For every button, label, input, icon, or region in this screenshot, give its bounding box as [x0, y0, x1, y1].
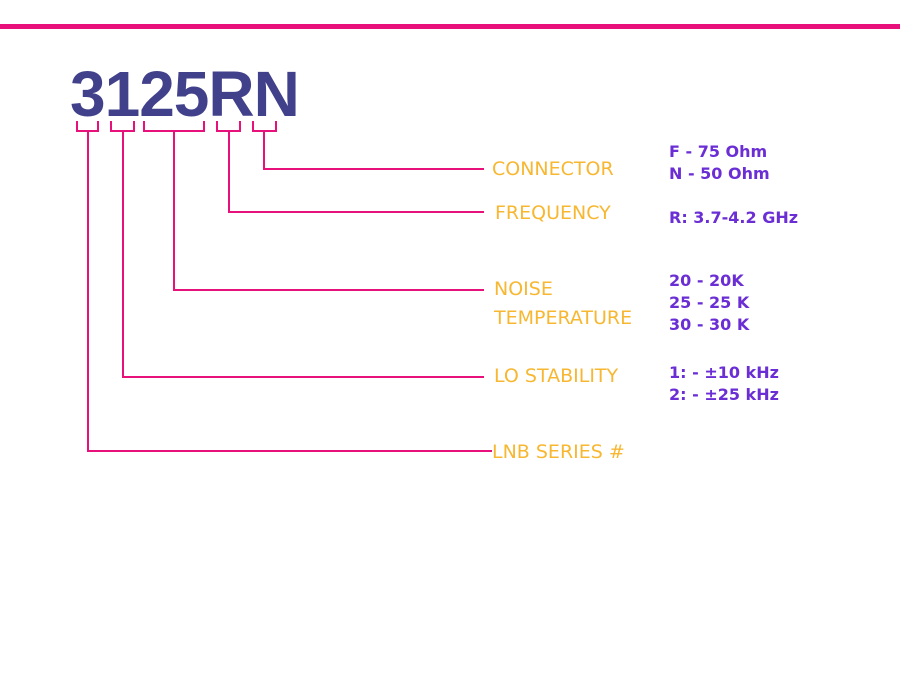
leader-frequency: [228, 131, 484, 213]
noise-option: 30 - 30 K: [669, 315, 750, 334]
connector-option: N - 50 Ohm: [669, 164, 770, 183]
leader-lnb-series: [87, 131, 492, 452]
lo-stability-option: 2: - ±25 kHz: [669, 385, 779, 404]
connector-option: F - 75 Ohm: [669, 142, 768, 161]
top-accent-bar: [0, 24, 900, 29]
noise-option: 25 - 25 K: [669, 293, 750, 312]
leader-noise-temperature: [173, 131, 484, 291]
noise-label-line2: TEMPERATURE: [494, 307, 633, 329]
leader-connector: [263, 131, 484, 170]
bracket-lnb-series: [76, 121, 99, 132]
frequency-option: R: 3.7-4.2 GHz: [669, 208, 799, 227]
leader-lo-stability: [122, 131, 484, 378]
connector-label: CONNECTOR: [492, 158, 614, 180]
lo-stability-options: 1: - ±10 kHz 2: - ±25 kHz: [669, 362, 779, 406]
bracket-connector: [252, 121, 277, 132]
bracket-noise-temperature: [143, 121, 205, 132]
frequency-options: R: 3.7-4.2 GHz: [669, 207, 798, 229]
bracket-lo-stability: [110, 121, 135, 132]
lo-stability-label: LO STABILITY: [494, 365, 619, 387]
lnb-series-label: LNB SERIES #: [492, 441, 625, 463]
bracket-frequency: [216, 121, 241, 132]
connector-options: F - 75 Ohm N - 50 Ohm: [669, 141, 770, 185]
lo-stability-option: 1: - ±10 kHz: [669, 363, 779, 382]
part-number-code: 3125RN: [70, 58, 300, 130]
noise-option: 20 - 20K: [669, 271, 744, 290]
noise-temperature-options: 20 - 20K 25 - 25 K 30 - 30 K: [669, 270, 749, 336]
noise-label-line1: NOISE: [494, 278, 553, 300]
noise-temperature-label: NOISE TEMPERATURE: [494, 275, 632, 333]
frequency-label: FREQUENCY: [495, 202, 611, 224]
